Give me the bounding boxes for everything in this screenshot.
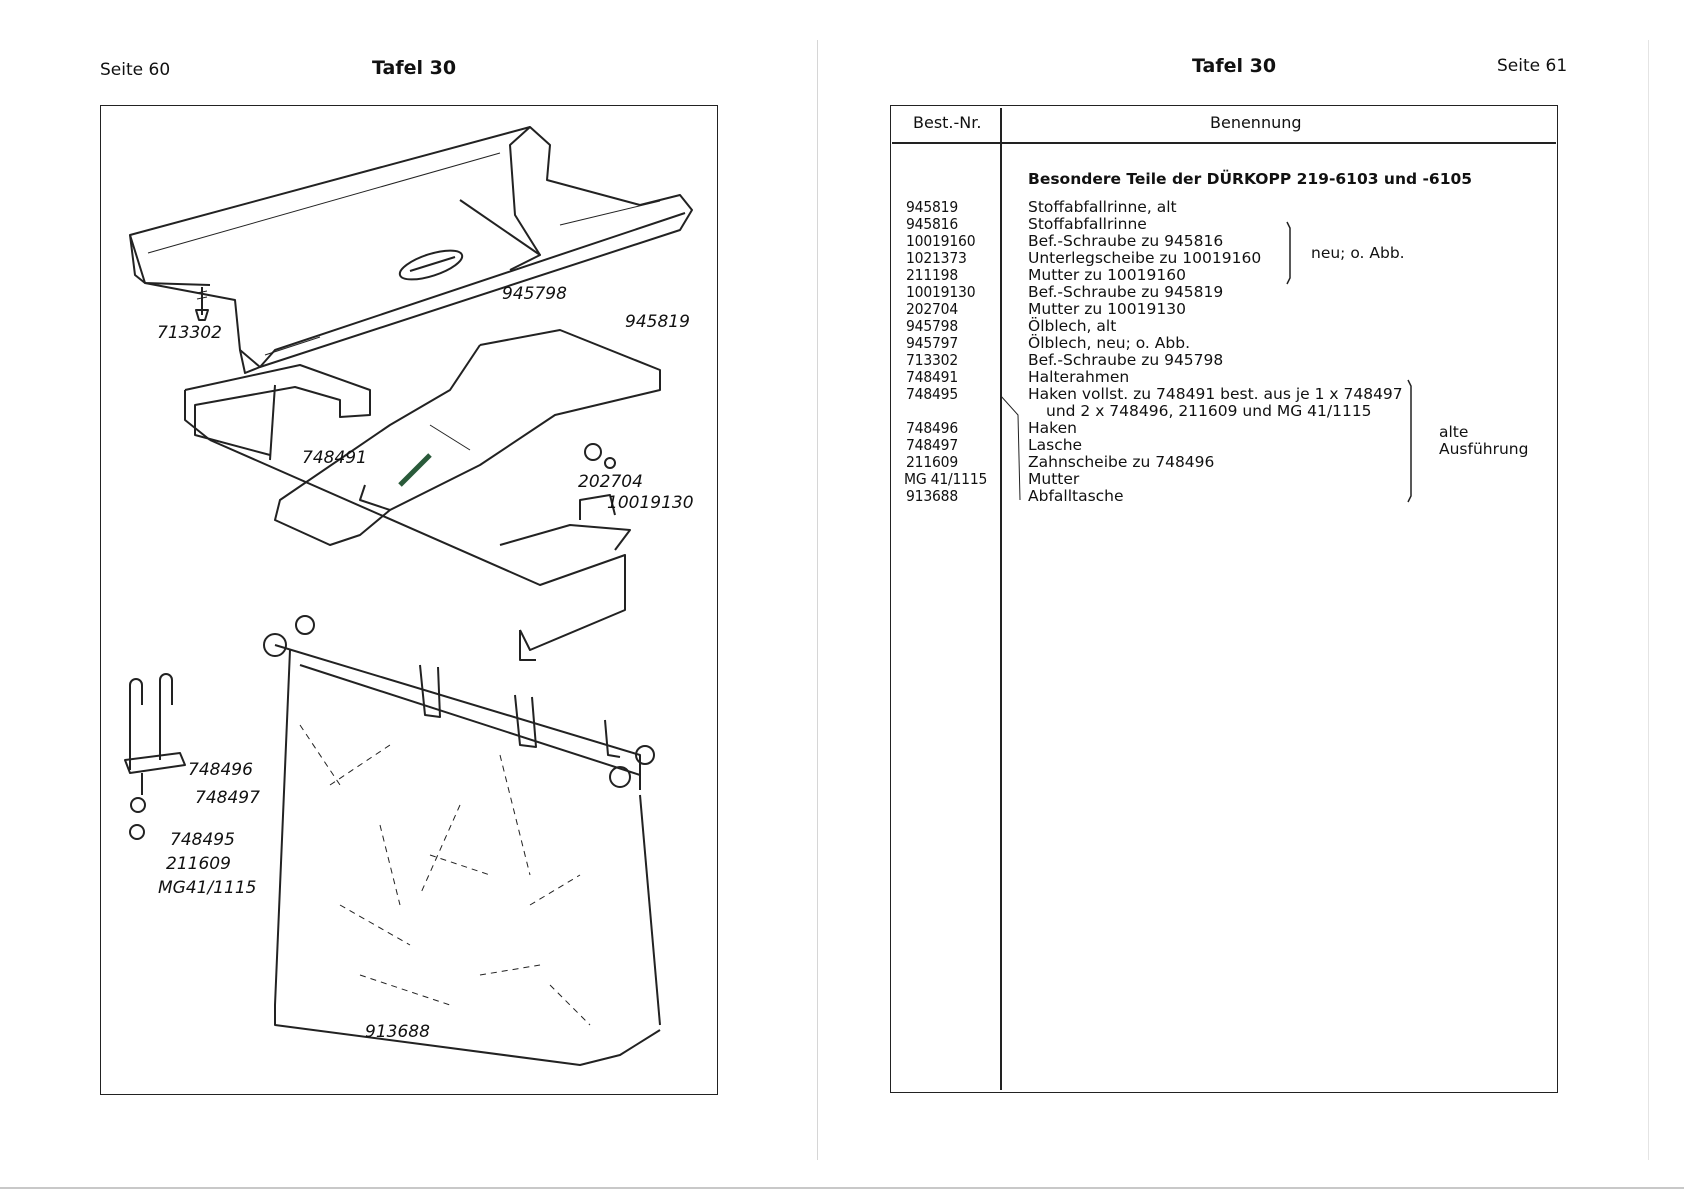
- row-name: Bef.-Schraube zu 945819: [1028, 283, 1224, 301]
- row-name-continuation: und 2 x 748496, 211609 und MG 41/1115: [1046, 402, 1372, 420]
- col-header-nr: Best.-Nr.: [913, 113, 982, 132]
- table-header-rule: [892, 142, 1556, 144]
- section-title: Besondere Teile der DÜRKOPP 219-6103 und…: [1028, 170, 1473, 188]
- row-name: Ölblech, alt: [1028, 317, 1117, 335]
- row-nr: 945798: [906, 317, 959, 335]
- callout-748495: 748495: [170, 830, 235, 850]
- screw-713302-drawing: [195, 287, 209, 321]
- row-name: Ölblech, neu; o. Abb.: [1028, 334, 1190, 352]
- row-nr: 748495: [906, 385, 959, 403]
- page-number-left: Seite 60: [100, 60, 171, 80]
- row-name: Stoffabfallrinne, alt: [1028, 198, 1177, 216]
- illustration-frame: [100, 105, 718, 1095]
- scan-bottom-edge: [0, 1187, 1684, 1189]
- row-name: Unterlegscheibe zu 10019160: [1028, 249, 1262, 267]
- row-name: Lasche: [1028, 436, 1083, 454]
- parts-illustration: [124, 126, 693, 1066]
- callout-748496: 748496: [188, 760, 253, 780]
- callout-748497: 748497: [195, 788, 260, 808]
- row-nr: 913688: [906, 487, 959, 505]
- page-gutter: [817, 40, 818, 1160]
- row-nr: 945816: [906, 215, 959, 233]
- waste-bag-drawing: [263, 615, 661, 1066]
- oil-pan-drawing: [129, 126, 693, 374]
- note-old-line2: Ausführung: [1439, 440, 1529, 458]
- row-nr: 945797: [906, 334, 959, 352]
- callout-913688: 913688: [365, 1022, 430, 1042]
- row-name: Bef.-Schraube zu 945798: [1028, 351, 1224, 369]
- bracket-old: [1407, 379, 1412, 503]
- leader-line: [1000, 394, 1021, 501]
- row-name: Halterahmen: [1028, 368, 1130, 386]
- row-nr: 748491: [906, 368, 959, 386]
- row-name: Mutter zu 10019160: [1028, 266, 1186, 284]
- row-nr: 748496: [906, 419, 959, 437]
- row-name: Haken vollst. zu 748491 best. aus je 1 x…: [1028, 385, 1403, 403]
- col-header-name: Benennung: [1210, 113, 1302, 132]
- note-old-line1: alte: [1439, 423, 1469, 441]
- bracket-new: [1286, 221, 1291, 285]
- callout-945819: 945819: [625, 312, 690, 332]
- row-name: Stoffabfallrinne: [1028, 215, 1147, 233]
- page-number-right: Seite 61: [1497, 56, 1568, 76]
- callout-211609: 211609: [166, 854, 231, 874]
- callout-748491: 748491: [302, 448, 367, 468]
- row-name: Mutter: [1028, 470, 1080, 488]
- row-nr: 10019130: [906, 283, 976, 301]
- row-nr: 202704: [906, 300, 959, 318]
- note-new: neu; o. Abb.: [1311, 244, 1405, 262]
- plate-title-right: Tafel 30: [1192, 55, 1277, 77]
- callout-202704: 202704: [578, 472, 643, 492]
- parts-table-frame: [890, 105, 1558, 1093]
- callout-713302: 713302: [157, 323, 222, 343]
- plate-title-left: Tafel 30: [372, 57, 457, 79]
- bracket-marks: [1000, 221, 1412, 503]
- row-nr: 945819: [906, 198, 959, 216]
- callout-10019130: 10019130: [607, 493, 694, 513]
- row-nr: 713302: [906, 351, 959, 369]
- row-name: Mutter zu 10019130: [1028, 300, 1186, 318]
- table-column-divider: [1000, 108, 1002, 1090]
- row-name: Haken: [1028, 419, 1077, 437]
- row-nr: 10019160: [906, 232, 976, 250]
- row-nr: 748497: [906, 436, 959, 454]
- row-name: Bef.-Schraube zu 945816: [1028, 232, 1224, 250]
- row-nr: MG 41/1115: [904, 470, 988, 488]
- row-nr: 211198: [906, 266, 959, 284]
- row-nr: 211609: [906, 453, 959, 471]
- row-name: Zahnscheibe zu 748496: [1028, 453, 1215, 471]
- row-nr: 1021373: [906, 249, 967, 267]
- hook-assembly-drawing: [124, 673, 186, 840]
- callout-945798: 945798: [502, 284, 567, 304]
- holder-frame-drawing: [184, 329, 661, 661]
- right-page-edge: [1648, 40, 1649, 1160]
- callout-mg41: MG41/1115: [158, 878, 257, 898]
- row-name: Abfalltasche: [1028, 487, 1124, 505]
